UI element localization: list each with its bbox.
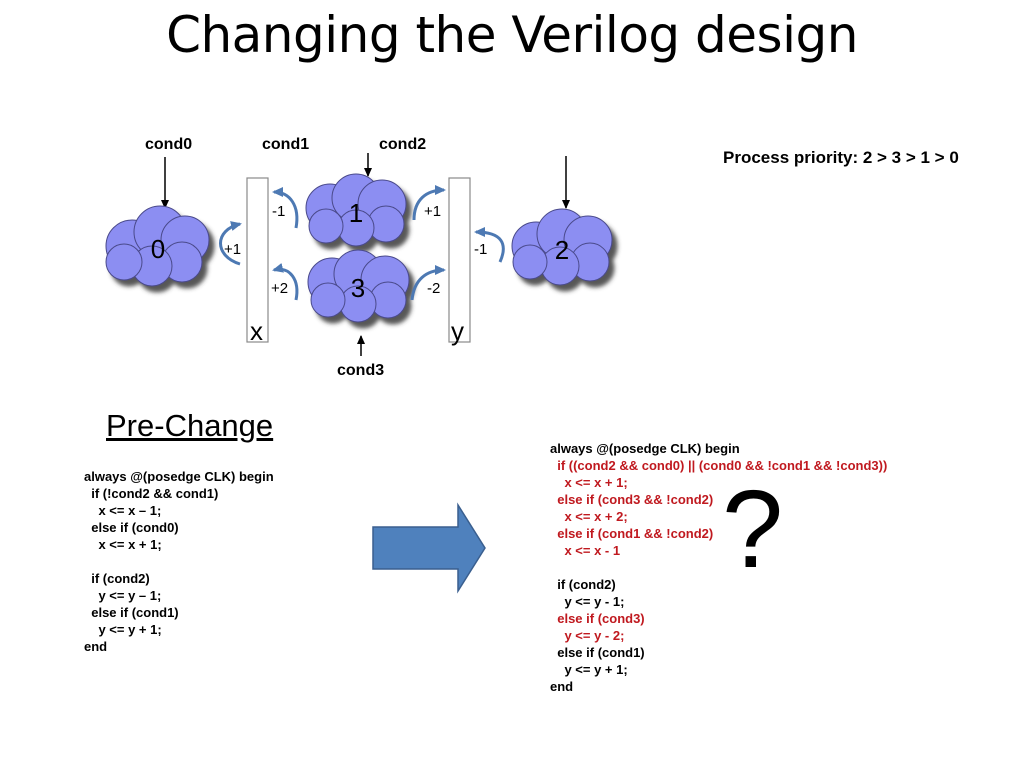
p3-to-x-arrow [272,262,299,301]
cond0-label: cond0 [145,136,192,153]
p3-to-x-label: +2 [271,280,288,297]
p1-to-y-arrow [412,185,446,221]
register-x-label: x [250,316,263,346]
process-1-label: 1 [349,198,363,228]
process-2-label: 2 [555,235,569,265]
code-line: end [550,679,574,694]
code-line: y <= y + 1; [84,622,162,637]
cond2-label: cond2 [379,136,426,153]
p2-to-y-label: -1 [474,241,487,258]
pre-change-code: always @(posedge CLK) begin if (!cond2 &… [84,468,274,655]
p1-to-x-arrow [272,187,299,229]
p2-to-y-arrow [474,227,505,263]
code-line: else if (cond1) [84,605,179,620]
code-line: else if (cond1) [550,645,645,660]
code-line: else if (cond0) [84,520,179,535]
code-line-changed: else if (cond1 && !cond2) [550,526,714,541]
pre-change-heading: Pre-Change [106,408,274,443]
register-x-bar [246,177,269,343]
process-0-label: 0 [151,234,165,264]
p1-to-y-label: +1 [424,203,441,220]
process-0-cloud [105,205,210,287]
code-line [84,553,274,570]
code-line-changed: else if (cond3) [550,611,645,626]
code-line [550,559,887,576]
code-line: y <= y + 1; [550,662,628,677]
code-line-changed: x <= x - 1 [550,543,621,558]
p3-to-y-label: -2 [427,280,440,297]
code-line-changed: else if (cond3 && !cond2) [550,492,714,507]
question-mark: ? [722,468,784,591]
process-3-label: 3 [351,273,365,303]
code-line: y <= y - 1; [550,594,625,609]
p1-to-x-label: -1 [272,203,285,220]
code-line: always @(posedge CLK) begin [550,441,740,456]
code-line: y <= y – 1; [84,588,162,603]
code-line: if (cond2) [84,571,150,586]
code-line: x <= x + 1; [84,537,162,552]
process-priority: Process priority: 2 > 3 > 1 > 0 [723,148,959,167]
cond3-label: cond3 [337,362,384,379]
process-2-cloud [511,208,613,286]
p3-to-y-arrow [410,265,446,301]
code-line-changed: y <= y - 2; [550,628,625,643]
code-line: if (!cond2 && cond1) [84,486,219,501]
code-line: end [84,639,108,654]
slide-title: Changing the Verilog design [166,6,858,64]
register-y-bar [448,177,471,343]
register-y-label: y [451,316,464,346]
transform-arrow [372,502,486,594]
code-line: if (cond2) [550,577,616,592]
post-change-code: always @(posedge CLK) begin if ((cond2 &… [550,440,887,695]
p0-to-x-label: +1 [224,241,241,258]
process-3-cloud [307,249,410,323]
code-line-changed: x <= x + 1; [550,475,628,490]
process-1-cloud [305,173,407,247]
code-line-changed: x <= x + 2; [550,509,628,524]
code-line-changed: if ((cond2 && cond0) || (cond0 && !cond1… [550,458,888,473]
p0-to-x-arrow [219,221,242,266]
code-line: always @(posedge CLK) begin [84,469,274,484]
cond1-label: cond1 [262,136,309,153]
code-line: x <= x – 1; [84,503,162,518]
